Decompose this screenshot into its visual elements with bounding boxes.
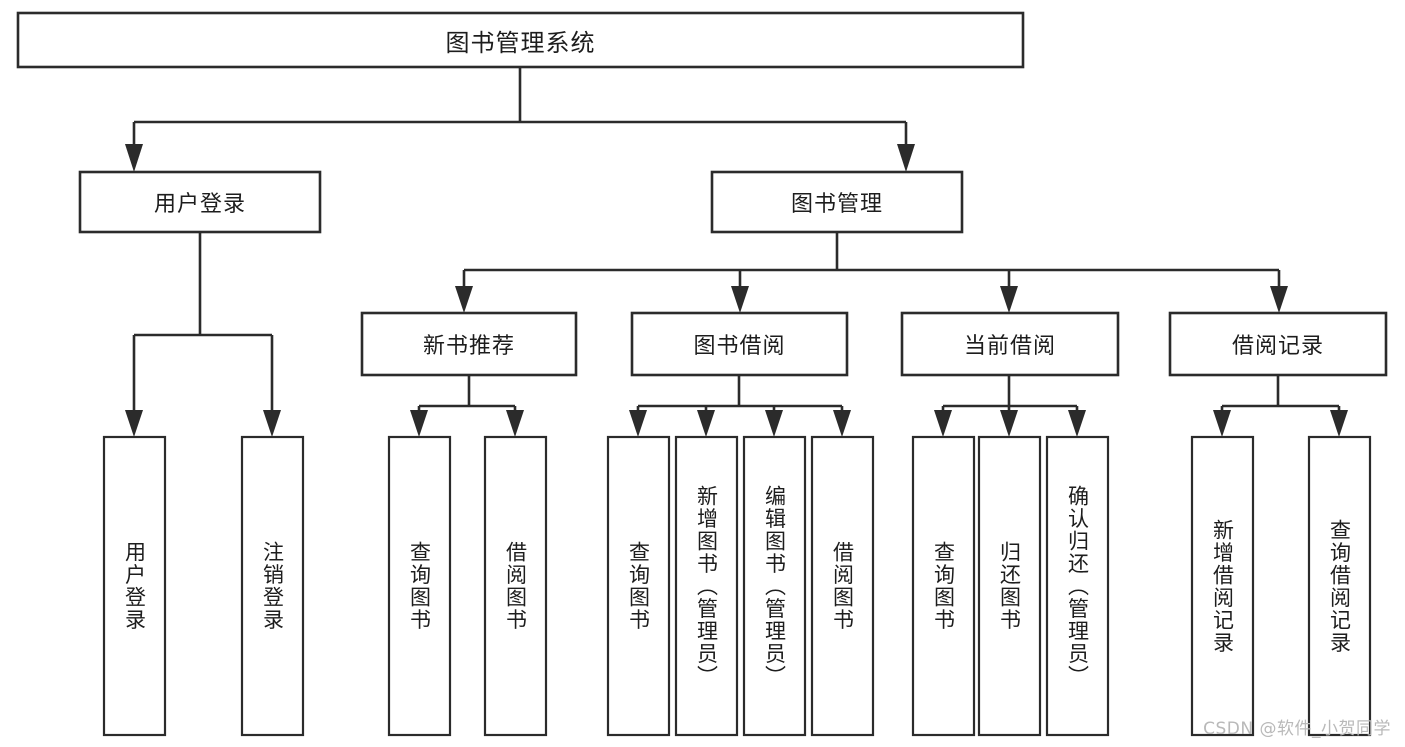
arrow-head-icon [410,410,428,437]
arrow-head-icon [455,286,473,313]
connector-bookborrow-to-leaves [629,375,851,437]
node-box-leaf-borrow-book-2[interactable] [810,435,875,737]
arrow-head-icon [1000,286,1018,313]
node-box-leaf-add-book[interactable] [674,435,739,737]
arrow-head-icon [1068,410,1086,437]
node-box-leaf-confirm-return[interactable] [1045,435,1110,737]
arrow-head-icon [1213,410,1231,437]
arrow-head-icon [833,410,851,437]
arrow-head-icon [629,410,647,437]
arrow-head-icon [765,410,783,437]
node-box-leaf-query-borrow-record[interactable] [1307,435,1372,737]
arrow-head-icon [125,144,143,172]
arrow-head-icon [1270,286,1288,313]
node-box-leaf-borrow-book-1[interactable] [483,435,548,737]
node-box-leaf-query-book-2[interactable] [606,435,671,737]
node-box-borrow-record[interactable] [1168,311,1388,377]
node-box-current-borrow[interactable] [900,311,1120,377]
arrow-head-icon [1330,410,1348,437]
arrow-head-icon [125,410,143,437]
connector-userlogin-to-leaves [125,232,281,437]
connector-bookmanage-to-level3 [455,232,1288,313]
arrow-head-icon [263,410,281,437]
node-box-leaf-query-book-3[interactable] [911,435,976,737]
connector-borrowrecord-to-leaves [1213,375,1348,437]
arrow-head-icon [1000,410,1018,437]
arrow-head-icon [506,410,524,437]
connector-root-to-level2 [125,67,915,172]
node-box-leaf-edit-book[interactable] [742,435,807,737]
node-box-leaf-add-borrow-record[interactable] [1190,435,1255,737]
arrow-head-icon [731,286,749,313]
node-box-new-book-recommend[interactable] [360,311,578,377]
node-box-user-login[interactable] [78,170,322,234]
node-box-leaf-logout-login[interactable] [240,435,305,737]
node-box-leaf-query-book-1[interactable] [387,435,452,737]
connector-currentborrow-to-leaves [934,375,1086,437]
arrow-head-icon [697,410,715,437]
node-box-book-borrow[interactable] [630,311,849,377]
arrow-head-icon [897,144,915,172]
node-box-root[interactable] [16,11,1025,69]
connector-newbook-to-leaves [410,375,524,437]
node-box-leaf-user-login[interactable] [102,435,167,737]
node-box-book-manage[interactable] [710,170,964,234]
node-box-leaf-return-book[interactable] [977,435,1042,737]
arrow-head-icon [934,410,952,437]
